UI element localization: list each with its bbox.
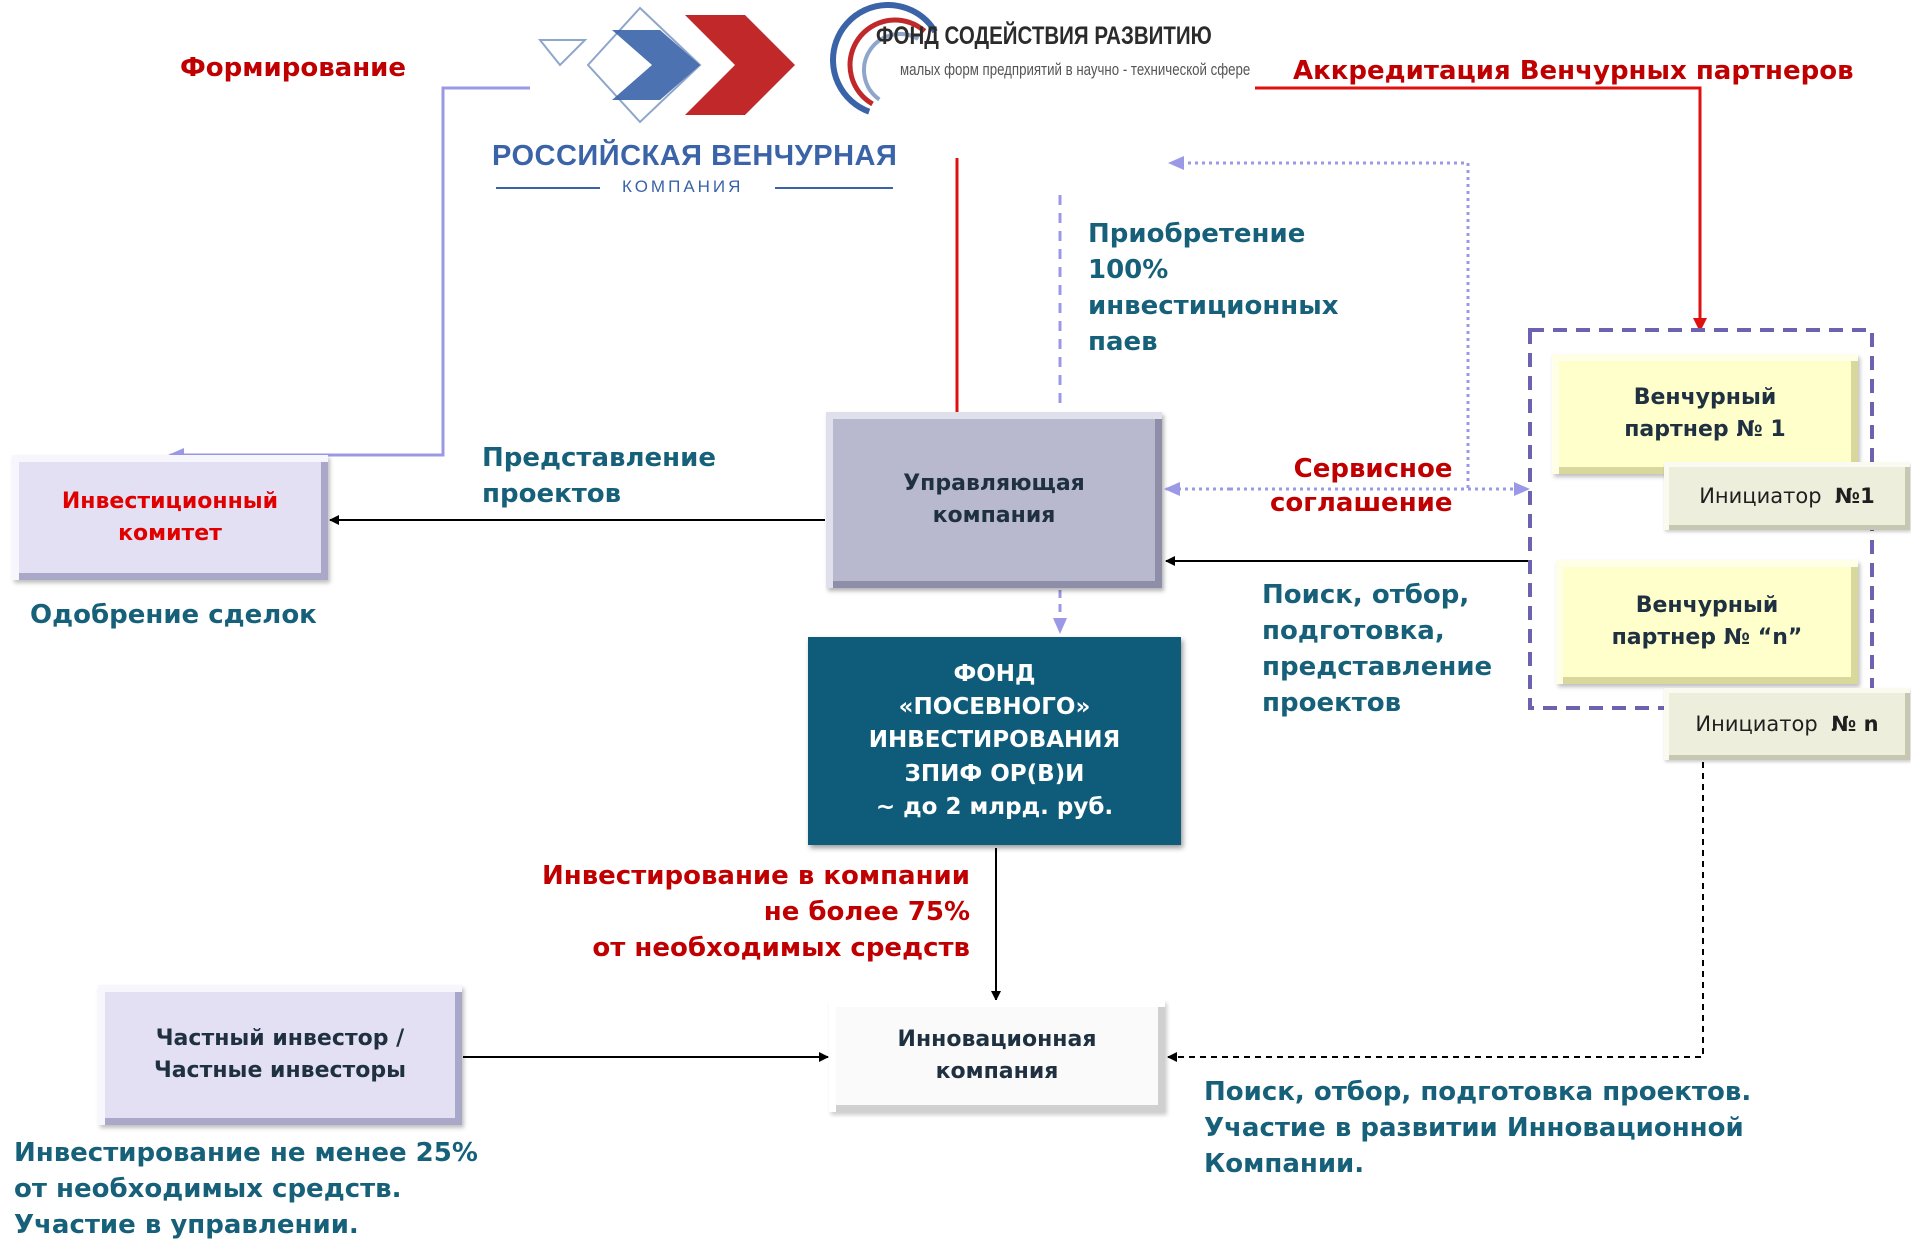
investment-company-label: Инвестирование в компании не более 75% о… xyxy=(541,861,970,963)
investment-committee-box[interactable]: Инвестиционный комитет xyxy=(12,455,328,580)
management-company-label: Управляющая компания xyxy=(903,471,1085,528)
private-investor-box[interactable]: Частный инвестор / Частные инвесторы xyxy=(98,985,462,1125)
private-investor-label: Частный инвестор / Частные инвесторы xyxy=(153,1026,407,1083)
service-dotted-top xyxy=(1168,156,1470,488)
investment-committee-label: Инвестиционный комитет xyxy=(61,488,279,546)
initiator-to-innovation-arrow xyxy=(1167,762,1704,1062)
presentation-label: Представление проектов xyxy=(482,443,716,509)
service-agreement-label: Сервисное соглашение xyxy=(1270,454,1453,518)
innovation-company-label: Инновационная компания xyxy=(897,1027,1097,1084)
formation-arrow xyxy=(168,86,530,462)
accreditation-label: Аккредитация Венчурных партнеров xyxy=(1293,56,1854,86)
venture-partner-1-label: Венчурный партнер № 1 xyxy=(1624,385,1786,442)
venture-partner-n-label: Венчурный партнер № “n” xyxy=(1611,593,1803,650)
seed-fund-label: ФОНД «ПОСЕВНОГО» ИНВЕСТИРОВАНИЯ ЗПИФ ОР(… xyxy=(868,660,1121,821)
fsr-logo-title: ФОНД СОДЕЙСТВИЯ РАЗВИТИЮ xyxy=(876,22,1212,50)
fsr-logo-subtitle: малых форм предприятий в научно - технич… xyxy=(900,60,1251,79)
seed-fund-box[interactable]: ФОНД «ПОСЕВНОГО» ИНВЕСТИРОВАНИЯ ЗПИФ ОР(… xyxy=(808,637,1181,845)
initiator-n-number: № n xyxy=(1831,711,1879,736)
venture-partner-n-box[interactable]: Венчурный партнер № “n” xyxy=(1556,560,1858,684)
initiator-1-box[interactable]: Инициатор №1 xyxy=(1664,462,1910,530)
initiator-n-prefix: Инициатор xyxy=(1695,711,1818,736)
rvk-logo-subtitle: КОМПАНИЯ xyxy=(622,177,744,196)
initiator-n-box[interactable]: Инициатор № n xyxy=(1664,688,1910,760)
initiator-1-prefix: Инициатор xyxy=(1699,483,1822,508)
rvk-logo-icon xyxy=(496,6,893,189)
private-investment-label: Инвестирование не менее 25% от необходим… xyxy=(14,1138,478,1240)
rvk-logo-title: РОССИЙСКАЯ ВЕНЧУРНАЯ xyxy=(492,140,898,172)
acquisition-label: Приобретение 100% инвестиционных паев xyxy=(1088,219,1339,357)
accreditation-arrow xyxy=(1255,86,1707,332)
search-selection-label: Поиск, отбор, подготовка, представление … xyxy=(1262,580,1493,718)
formation-label: Формирование xyxy=(180,53,407,83)
venture-partner-1-box[interactable]: Венчурный партнер № 1 xyxy=(1552,354,1858,474)
search-participation-label: Поиск, отбор, подготовка проектов. Участ… xyxy=(1204,1077,1752,1179)
initiator-1-number: №1 xyxy=(1834,483,1875,508)
management-company-box[interactable]: Управляющая компания xyxy=(826,412,1162,588)
approval-label: Одобрение сделок xyxy=(30,600,317,630)
innovation-company-box[interactable]: Инновационная компания xyxy=(829,1000,1165,1112)
